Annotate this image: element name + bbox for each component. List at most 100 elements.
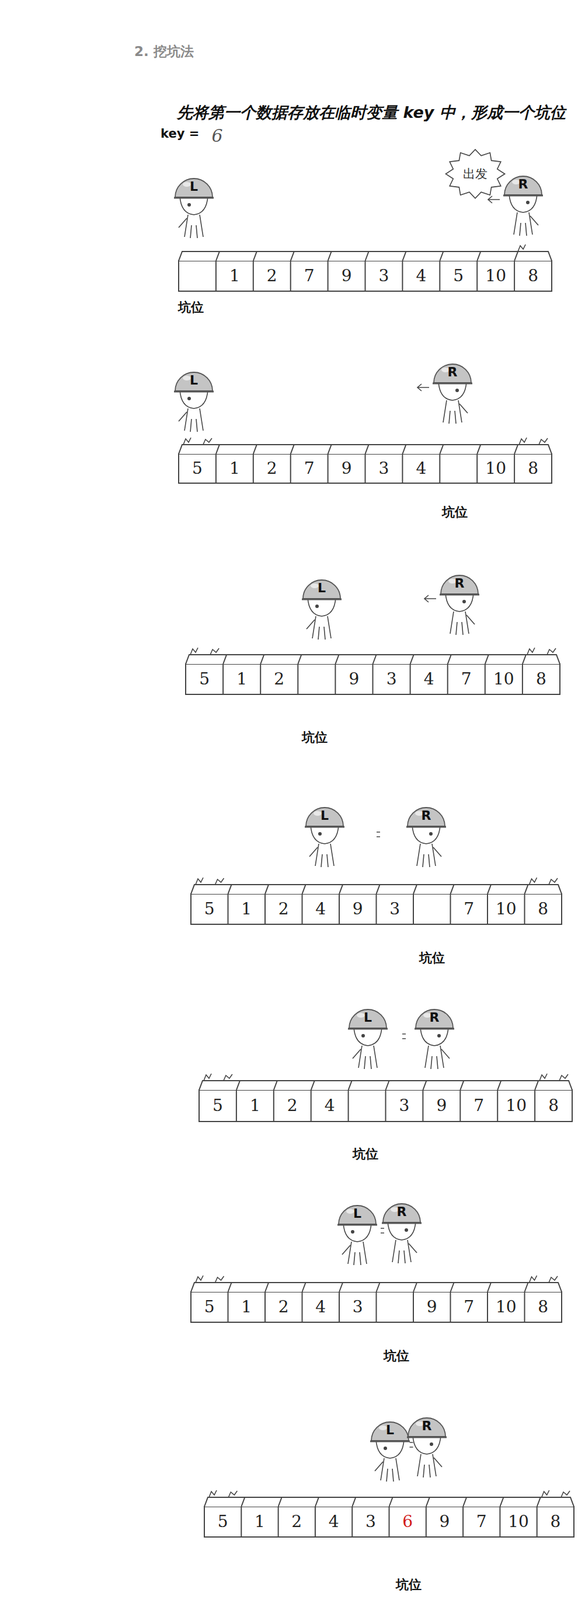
cell-divider: [216, 444, 220, 455]
cell-divider: [338, 894, 340, 925]
cell-divider: [365, 444, 369, 455]
cell-divider: [290, 454, 292, 484]
pit-mark: [190, 648, 219, 656]
array-cell-value: 10: [507, 1513, 529, 1532]
cell-divider: [264, 1292, 266, 1323]
motion-marks: [409, 1443, 414, 1448]
cell-divider: [278, 1498, 282, 1508]
cell-divider: [252, 260, 254, 292]
cell-divider: [328, 251, 332, 261]
array-cell-value: 8: [537, 900, 549, 919]
pointer-letter: R: [429, 1010, 440, 1026]
array-cell-value: 3: [389, 900, 400, 919]
pointer-letter: R: [421, 808, 432, 824]
hole-label: 坑位: [441, 505, 468, 520]
array-row: [190, 1276, 562, 1323]
hole-label: 坑位: [178, 300, 204, 315]
pointer-letter: R: [397, 1205, 407, 1220]
cell-divider: [410, 655, 414, 665]
pointer-figure: [301, 580, 342, 640]
cell-divider: [450, 885, 455, 895]
array-cell-value: 7: [476, 1513, 487, 1532]
cell-divider: [476, 454, 478, 484]
pit-mark: [529, 878, 559, 886]
array-cell-value: 9: [349, 670, 360, 689]
cell-divider: [327, 454, 329, 484]
cell-divider: [499, 1507, 501, 1538]
cell-divider: [347, 1090, 350, 1123]
array-cell-value: 1: [236, 670, 247, 689]
array-top: [178, 444, 552, 455]
cell-divider: [524, 885, 529, 895]
cell-divider: [409, 664, 412, 695]
array-cell-value: 7: [463, 1298, 475, 1318]
pointer-figure: [370, 1422, 410, 1483]
array-top: [185, 655, 560, 665]
cell-divider: [486, 894, 489, 925]
hole-label: 坑位: [301, 730, 328, 745]
array-cell-value: 8: [527, 459, 539, 479]
move-arrow: [417, 384, 430, 392]
pointer-letter: L: [385, 1423, 395, 1438]
cell-divider: [476, 251, 481, 261]
cell-divider: [497, 1081, 501, 1091]
array-cell-value: 5: [217, 1513, 229, 1532]
pointer-figure: [406, 808, 447, 868]
pointer-figure: [173, 372, 214, 433]
array-cell-value: 4: [315, 1298, 326, 1318]
cell-divider: [376, 885, 381, 895]
array-cell-value: 5: [204, 900, 215, 919]
hole-label: 坑位: [352, 1147, 379, 1162]
cell-divider: [253, 251, 257, 261]
cell-divider: [301, 1292, 304, 1323]
cell-divider: [373, 655, 377, 665]
pit-mark: [195, 878, 225, 886]
cell-divider: [372, 664, 374, 695]
array-cell-value: 4: [423, 670, 435, 689]
cell-divider: [514, 251, 518, 261]
cell-divider: [534, 1090, 536, 1123]
cell-divider: [376, 1283, 381, 1293]
array-cell-value: 3: [386, 670, 398, 689]
cell-divider: [459, 1090, 461, 1123]
cell-divider: [534, 1081, 539, 1091]
cell-divider: [338, 1292, 340, 1323]
pit-mark: [209, 1491, 238, 1499]
array-cell-value: 4: [315, 900, 326, 919]
cell-divider: [297, 655, 302, 665]
array-cell-value: 5: [212, 1097, 224, 1116]
cell-divider: [513, 454, 515, 484]
cell-divider: [484, 664, 486, 695]
move-arrow: [488, 196, 500, 204]
array-top: [199, 1081, 573, 1091]
array-cell-value: 1: [229, 266, 240, 286]
cell-divider: [439, 260, 441, 292]
cell-divider: [364, 260, 367, 292]
cell-divider: [402, 251, 406, 261]
cell-divider: [537, 1498, 541, 1508]
array-cell-value: 8: [548, 1097, 559, 1116]
array-cell-value: 10: [493, 670, 515, 689]
cell-divider: [450, 1283, 455, 1293]
array-cell-value: 9: [341, 266, 353, 286]
array-cell-value: 8: [535, 670, 547, 689]
array-cell-value: 8: [527, 266, 539, 286]
section-heading: 2. 挖坑法: [134, 43, 194, 59]
cell-divider: [301, 894, 304, 925]
pointer-letter: L: [363, 1010, 372, 1026]
cell-divider: [314, 1507, 316, 1538]
pointer-figure: [304, 808, 345, 868]
cell-divider: [265, 885, 269, 895]
cell-divider: [352, 1498, 356, 1508]
array-cell-value: 7: [473, 1097, 484, 1116]
cell-divider: [215, 454, 217, 484]
pit-mark: [539, 1074, 569, 1082]
pointer-figure: [414, 1010, 455, 1070]
array-cell-value: 3: [378, 266, 390, 286]
cell-divider: [524, 1283, 529, 1293]
cell-divider: [447, 664, 449, 695]
cell-divider: [385, 1081, 390, 1091]
cell-divider: [524, 1292, 526, 1323]
array-cell-value: 6: [402, 1513, 413, 1532]
cell-divider: [413, 885, 417, 895]
